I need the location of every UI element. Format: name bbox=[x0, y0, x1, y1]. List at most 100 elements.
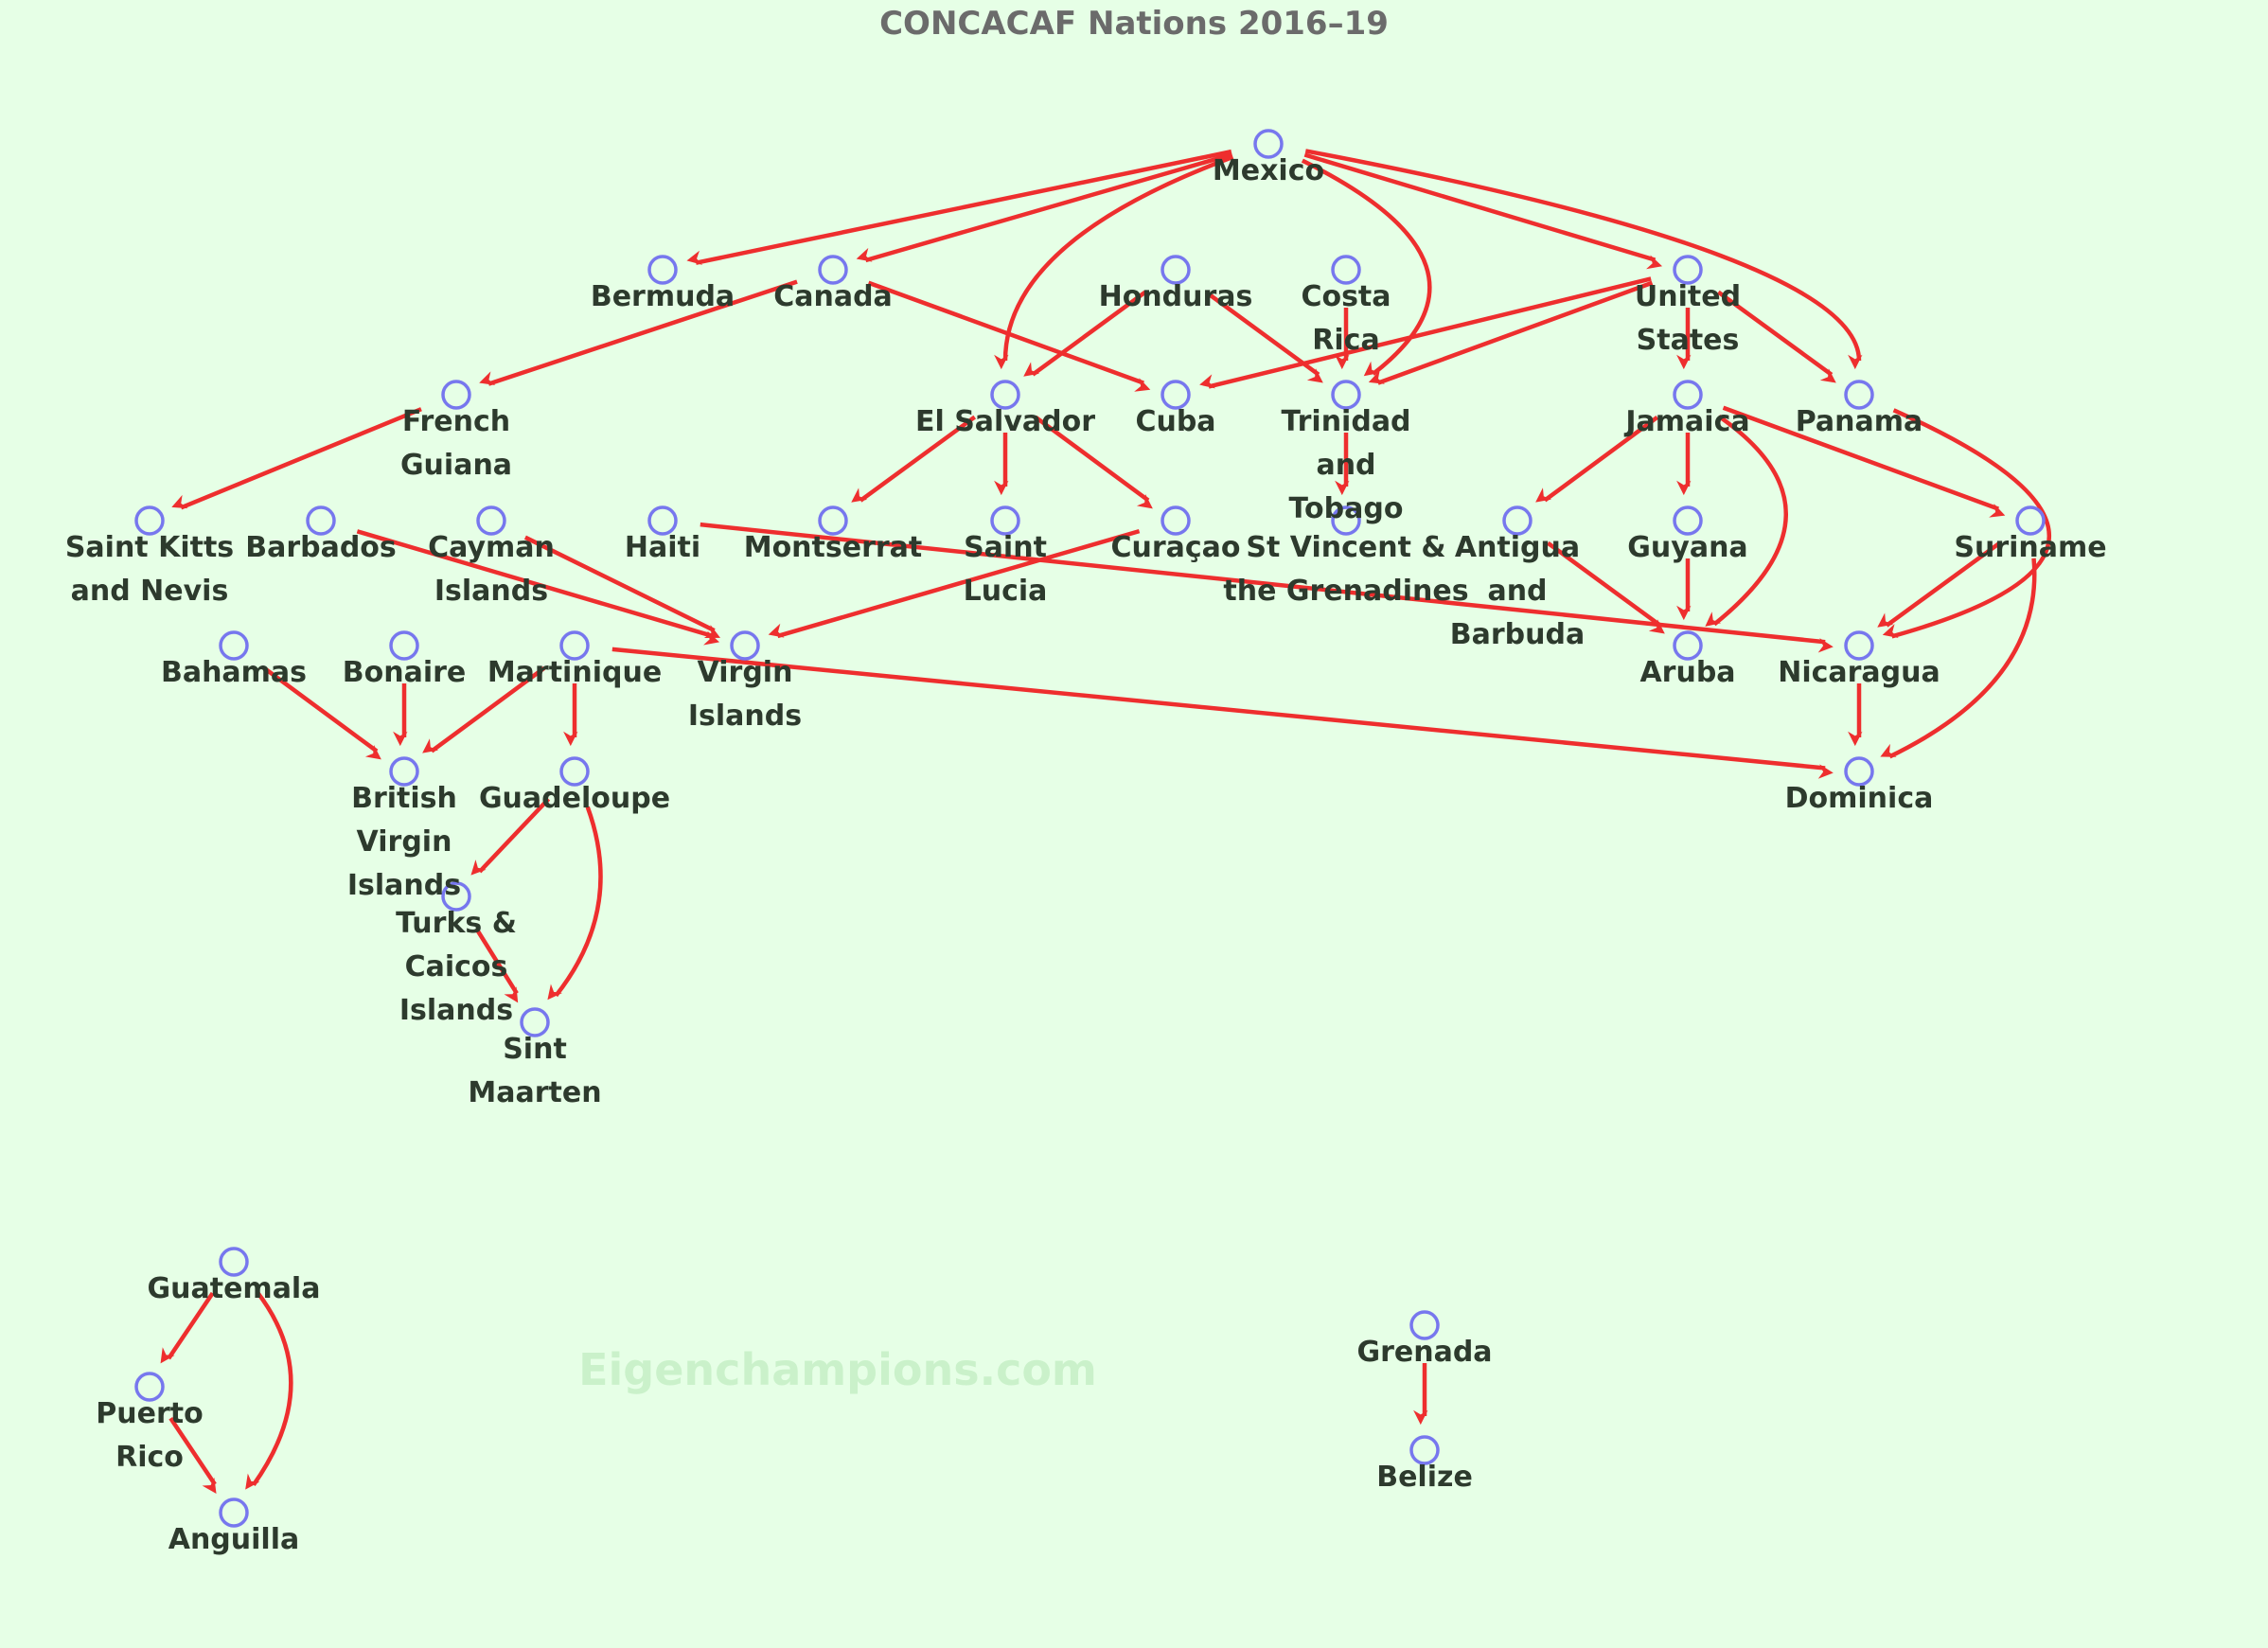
node-label-dominica: Dominica bbox=[1785, 782, 1934, 815]
node-label-suriname: Suriname bbox=[1954, 531, 2106, 564]
edge-guadeloupe-turks bbox=[470, 797, 551, 876]
node-label-haiti: Haiti bbox=[625, 531, 700, 564]
node-label-line: and bbox=[1487, 575, 1547, 608]
node-puertorico[interactable] bbox=[134, 1372, 165, 1402]
node-bvi[interactable] bbox=[389, 756, 419, 787]
node-mexico[interactable] bbox=[1253, 129, 1284, 159]
edges-layer bbox=[160, 149, 2052, 1494]
node-label-line: St Vincent & bbox=[1246, 531, 1445, 564]
node-trinidad[interactable] bbox=[1331, 380, 1361, 410]
node-cayman[interactable] bbox=[476, 505, 506, 536]
node-label-line: Saint bbox=[964, 531, 1047, 564]
node-label-cuba: Cuba bbox=[1135, 405, 1215, 438]
node-saintlucia[interactable] bbox=[990, 505, 1020, 536]
node-bahamas[interactable] bbox=[219, 630, 249, 661]
node-label-line: and bbox=[1316, 449, 1375, 482]
edge-unitedstates-cuba bbox=[1199, 276, 1652, 389]
node-guyana[interactable] bbox=[1673, 505, 1703, 536]
node-label-line: Barbados bbox=[245, 531, 397, 564]
node-label-grenada: Grenada bbox=[1356, 1336, 1492, 1369]
node-turks[interactable] bbox=[441, 881, 471, 912]
node-stvincent[interactable] bbox=[1331, 505, 1361, 536]
edge-mexico-unitedstates bbox=[1303, 152, 1663, 270]
node-barbados[interactable] bbox=[306, 505, 336, 536]
edge-guadeloupe-sintmaarten bbox=[547, 806, 603, 1001]
node-bonaire[interactable] bbox=[389, 630, 419, 661]
node-label-line: Guiana bbox=[400, 449, 512, 482]
node-panama[interactable] bbox=[1844, 380, 1874, 410]
node-elsalvador[interactable] bbox=[990, 380, 1020, 410]
node-label-line: Puerto bbox=[96, 1397, 203, 1430]
node-label-line: Guadeloupe bbox=[479, 782, 670, 815]
node-montserrat[interactable] bbox=[818, 505, 848, 536]
node-anguilla[interactable] bbox=[219, 1497, 249, 1528]
node-curacao[interactable] bbox=[1161, 505, 1191, 536]
node-label-line: United bbox=[1635, 280, 1741, 313]
node-martinique[interactable] bbox=[559, 630, 590, 661]
node-label-line: Haiti bbox=[625, 531, 700, 564]
node-suriname[interactable] bbox=[2015, 505, 2046, 536]
node-label-line: Guyana bbox=[1627, 531, 1747, 564]
node-label-bonaire: Bonaire bbox=[343, 656, 467, 689]
node-sintmaarten[interactable] bbox=[520, 1007, 550, 1037]
edge-bahamas-bvi bbox=[262, 665, 381, 760]
node-honduras[interactable] bbox=[1161, 255, 1191, 285]
edge-canada-cuba bbox=[867, 280, 1151, 392]
node-unitedstates[interactable] bbox=[1673, 255, 1703, 285]
node-aruba[interactable] bbox=[1673, 630, 1703, 661]
edge-mexico-panama bbox=[1304, 149, 1863, 370]
node-dominica[interactable] bbox=[1844, 756, 1874, 787]
edge-jamaica-aruba bbox=[1705, 414, 1788, 627]
node-canada[interactable] bbox=[818, 255, 848, 285]
node-label-line: Panama bbox=[1796, 405, 1923, 438]
node-label-line: Honduras bbox=[1099, 280, 1253, 313]
node-belize[interactable] bbox=[1409, 1435, 1440, 1465]
node-grenada[interactable] bbox=[1409, 1310, 1440, 1340]
node-jamaica[interactable] bbox=[1673, 380, 1703, 410]
node-label-curacao: Curaçao bbox=[1110, 531, 1240, 564]
edge-suriname-nicaragua bbox=[1877, 540, 2002, 628]
node-label-barbados: Barbados bbox=[245, 531, 397, 564]
node-cuba[interactable] bbox=[1161, 380, 1191, 410]
node-label-guatemala: Guatemala bbox=[148, 1272, 321, 1305]
edge-jamaica-antigua bbox=[1535, 415, 1659, 503]
edge-antigua-aruba bbox=[1546, 540, 1665, 634]
node-label-martinique: Martinique bbox=[487, 656, 662, 689]
node-label-jamaica: Jamaica bbox=[1623, 405, 1749, 438]
node-label-line: British bbox=[351, 782, 457, 815]
node-label-line: Virgin bbox=[698, 656, 793, 689]
node-label-bermuda: Bermuda bbox=[591, 280, 735, 313]
node-antigua[interactable] bbox=[1502, 505, 1533, 536]
edge-unitedstates-trinidad bbox=[1368, 280, 1654, 385]
node-nicaragua[interactable] bbox=[1844, 630, 1874, 661]
node-haiti[interactable] bbox=[647, 505, 678, 536]
node-label-canada: Canada bbox=[773, 280, 893, 313]
node-virgin[interactable] bbox=[730, 630, 760, 661]
node-label-line: Canada bbox=[773, 280, 893, 313]
node-label-line: Lucia bbox=[964, 575, 1048, 608]
node-frenchguiana[interactable] bbox=[441, 380, 471, 410]
edge-martinique-dominica bbox=[611, 647, 1834, 779]
node-label-line: Saint Kitts bbox=[65, 531, 234, 564]
edge-mexico-bermuda bbox=[686, 149, 1232, 265]
node-label-line: States bbox=[1637, 324, 1740, 357]
edge-elsalvador-montserrat bbox=[851, 415, 977, 503]
node-bermuda[interactable] bbox=[647, 255, 678, 285]
node-label-line: Belize bbox=[1376, 1461, 1473, 1494]
node-label-line: Rica bbox=[1312, 324, 1379, 357]
node-label-line: Islands bbox=[434, 575, 548, 608]
node-costarica[interactable] bbox=[1331, 255, 1361, 285]
node-guadeloupe[interactable] bbox=[559, 756, 590, 787]
node-saintkitts[interactable] bbox=[134, 505, 165, 536]
node-guatemala[interactable] bbox=[219, 1247, 249, 1277]
edge-guatemala-puertorico bbox=[160, 1291, 215, 1364]
node-label-line: Antigua bbox=[1455, 531, 1580, 564]
